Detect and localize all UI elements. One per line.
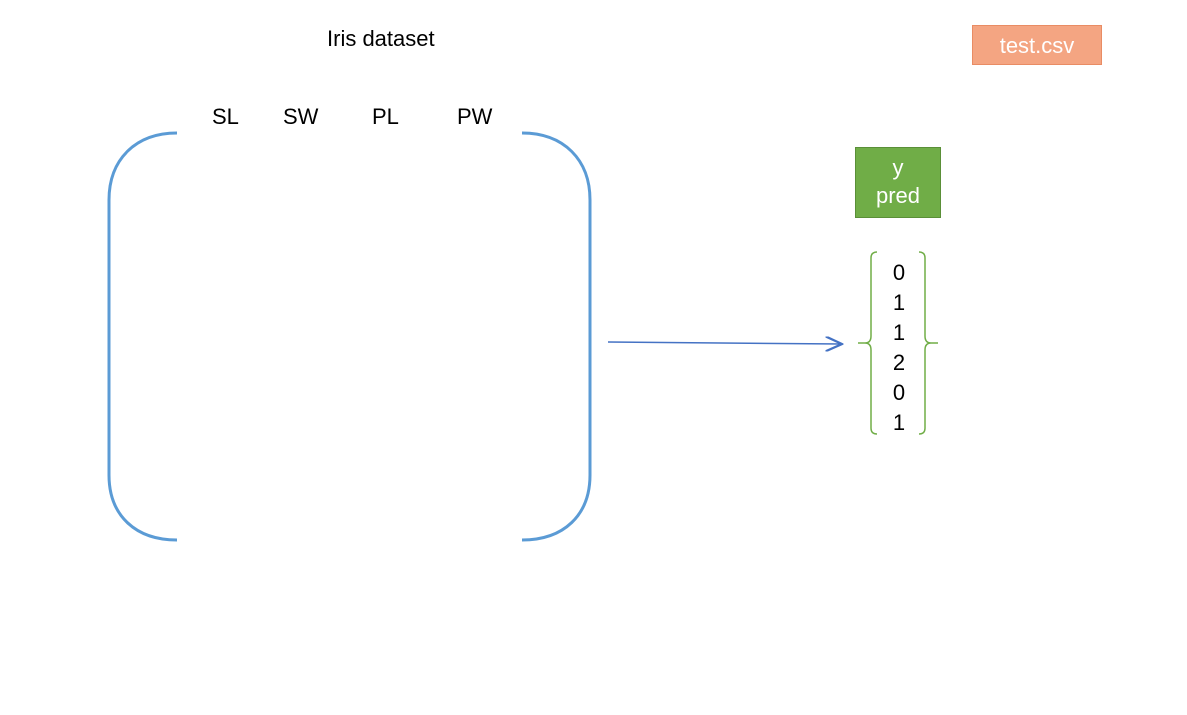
prediction-arrow xyxy=(607,342,842,344)
prediction-left-brace xyxy=(858,251,878,435)
target-label-y: y xyxy=(892,155,904,180)
prediction-value: 1 xyxy=(892,320,906,345)
prediction-value: 0 xyxy=(892,380,906,405)
column-header-pw: PW xyxy=(457,104,493,129)
target-label-box: y pred xyxy=(855,147,941,218)
prediction-value: 1 xyxy=(892,290,906,315)
column-header-pl: PL xyxy=(372,104,399,129)
target-label-pred: pred xyxy=(875,183,921,208)
prediction-right-brace xyxy=(918,251,938,435)
column-header-sw: SW xyxy=(283,104,319,129)
matrix-right-bracket xyxy=(521,131,592,542)
prediction-values: 0 1 1 2 0 1 xyxy=(880,258,918,438)
prediction-value: 0 xyxy=(892,260,906,285)
diagram-title: Iris dataset xyxy=(327,26,435,51)
prediction-value: 1 xyxy=(892,410,906,435)
file-badge: test.csv xyxy=(972,25,1102,65)
column-header-sl: SL xyxy=(212,104,239,129)
matrix-left-bracket xyxy=(107,131,178,542)
prediction-value: 2 xyxy=(892,350,906,375)
